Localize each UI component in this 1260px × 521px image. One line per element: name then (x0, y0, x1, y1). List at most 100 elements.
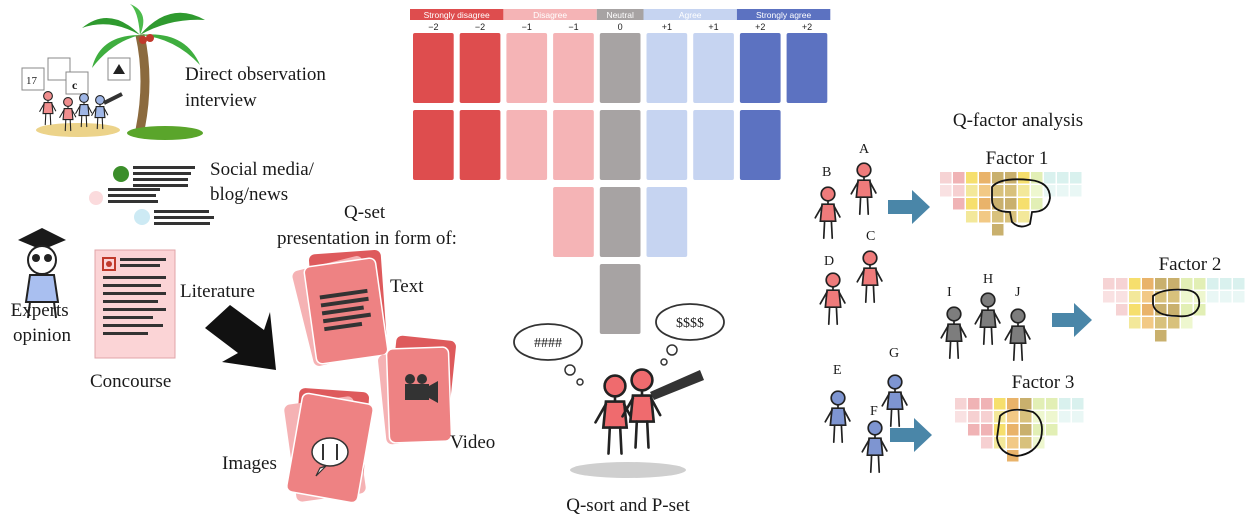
q-sort-card-slot (459, 33, 501, 103)
heatmap-tile (1018, 185, 1030, 197)
heatmap-tile (1020, 411, 1032, 423)
category-header-bar (643, 9, 737, 20)
heatmap-tile (981, 437, 993, 449)
heatmap-tile (1129, 291, 1141, 303)
score-label: −1 (568, 22, 578, 32)
concourse-label: Concourse (90, 371, 171, 392)
heatmap-tile (1142, 278, 1154, 290)
heatmap-tile (1020, 424, 1032, 436)
highlight-outline (991, 178, 1051, 228)
svg-text:17: 17 (26, 75, 38, 87)
q-sort-card-slot (506, 110, 548, 180)
score-label: 0 (618, 22, 623, 32)
q-sort-card-slot (646, 110, 688, 180)
heatmap-tile (992, 211, 1004, 223)
factor-1-title: Factor 1 (986, 148, 1049, 169)
q-sort-card-slot (599, 187, 641, 257)
literature-document-icon (94, 249, 176, 359)
heatmap-tile (953, 172, 965, 184)
heatmap-tile (1168, 304, 1180, 316)
participant-e-label: E (833, 363, 842, 378)
category-header-label: Strongly agree (756, 10, 812, 20)
participant-b-label: B (822, 165, 831, 180)
factor-3-arrow (890, 418, 932, 452)
factor-1-participants: A B C D (814, 142, 883, 326)
heatmap-tile (1072, 398, 1084, 410)
palm-tree-icon (82, 4, 205, 140)
q-sort-card-slot (599, 264, 641, 334)
category-header-bar (410, 9, 504, 20)
heatmap-tile (955, 398, 967, 410)
heatmap-tile (940, 172, 952, 184)
heatmap-tile (1031, 185, 1043, 197)
heatmap-tile (966, 198, 978, 210)
svg-text:c: c (72, 78, 78, 92)
heatmap-tile (1194, 291, 1206, 303)
film-camera-icon (405, 374, 438, 403)
highlight-outline (996, 408, 1043, 457)
text-form-label: Text (390, 276, 424, 297)
heatmap-tile (1181, 317, 1193, 329)
heatmap-tile (992, 185, 1004, 197)
thought-bubble-right-text: $$$$ (676, 316, 704, 331)
heatmap-tile (1220, 291, 1232, 303)
heatmap-tile (1155, 317, 1167, 329)
heatmap-tile (1018, 172, 1030, 184)
text-lines-icon (319, 288, 372, 332)
qset-title: Q-set presentation in form of: (277, 202, 457, 249)
heatmap-tile (1142, 317, 1154, 329)
factor-3-participants: G E F (824, 346, 908, 474)
q-sort-card-slot (459, 110, 501, 180)
heatmap-tile (994, 424, 1006, 436)
heatmap-tile (1233, 291, 1245, 303)
heatmap-tile (981, 411, 993, 423)
video-card-stack (378, 335, 456, 445)
observer-group-icon: 17 c (21, 57, 131, 137)
q-sort-card-slot (693, 33, 734, 103)
q-sort-title: Q-sort and P-set (566, 495, 690, 516)
q-sort-card-slot (599, 33, 641, 103)
score-label: +2 (755, 22, 765, 32)
q-sort-card-slot (553, 110, 594, 180)
heatmap-tile (1103, 278, 1115, 290)
heatmap-tile (1044, 185, 1056, 197)
q-sort-card-slot (553, 187, 594, 257)
heatmap-tile (940, 185, 952, 197)
heatmap-tile (994, 398, 1006, 410)
heatmap-tile (1103, 291, 1115, 303)
participant-f-label: F (870, 404, 878, 419)
heatmap-tile (1155, 330, 1167, 342)
heatmap-tile (1046, 411, 1058, 423)
heatmap-tile (1018, 198, 1030, 210)
heatmap-tile (1059, 398, 1071, 410)
heatmap-tile (1181, 278, 1193, 290)
heatmap-tile (992, 224, 1004, 236)
heatmap-tile (1129, 317, 1141, 329)
score-label: +1 (708, 22, 718, 32)
heatmap-tile (992, 172, 1004, 184)
expert-icon (18, 228, 66, 319)
heatmap-tile (1168, 291, 1180, 303)
heatmap-tile (1070, 172, 1082, 184)
score-label: +1 (662, 22, 672, 32)
heatmap-tile (1046, 424, 1058, 436)
social-media-label: Social media/ blog/news (210, 159, 319, 205)
heatmap-tile (1207, 291, 1219, 303)
heatmap-tile (1155, 291, 1167, 303)
heatmap-tile (1033, 398, 1045, 410)
heatmap-tile (1031, 172, 1043, 184)
food-bubble-icon (311, 437, 349, 477)
heatmap-tile (1057, 172, 1069, 184)
social-media-icon (89, 166, 214, 225)
participant-d-label: D (824, 254, 834, 269)
heatmap-tile (966, 172, 978, 184)
heatmap-tile (1046, 398, 1058, 410)
q-sort-card-slot (786, 33, 828, 103)
heatmap-tile (1007, 398, 1019, 410)
q-sort-card-slot (506, 33, 548, 103)
heatmap-tile (1059, 411, 1071, 423)
heatmap-tile (1116, 304, 1128, 316)
factor-1-heatmap (940, 172, 1082, 236)
